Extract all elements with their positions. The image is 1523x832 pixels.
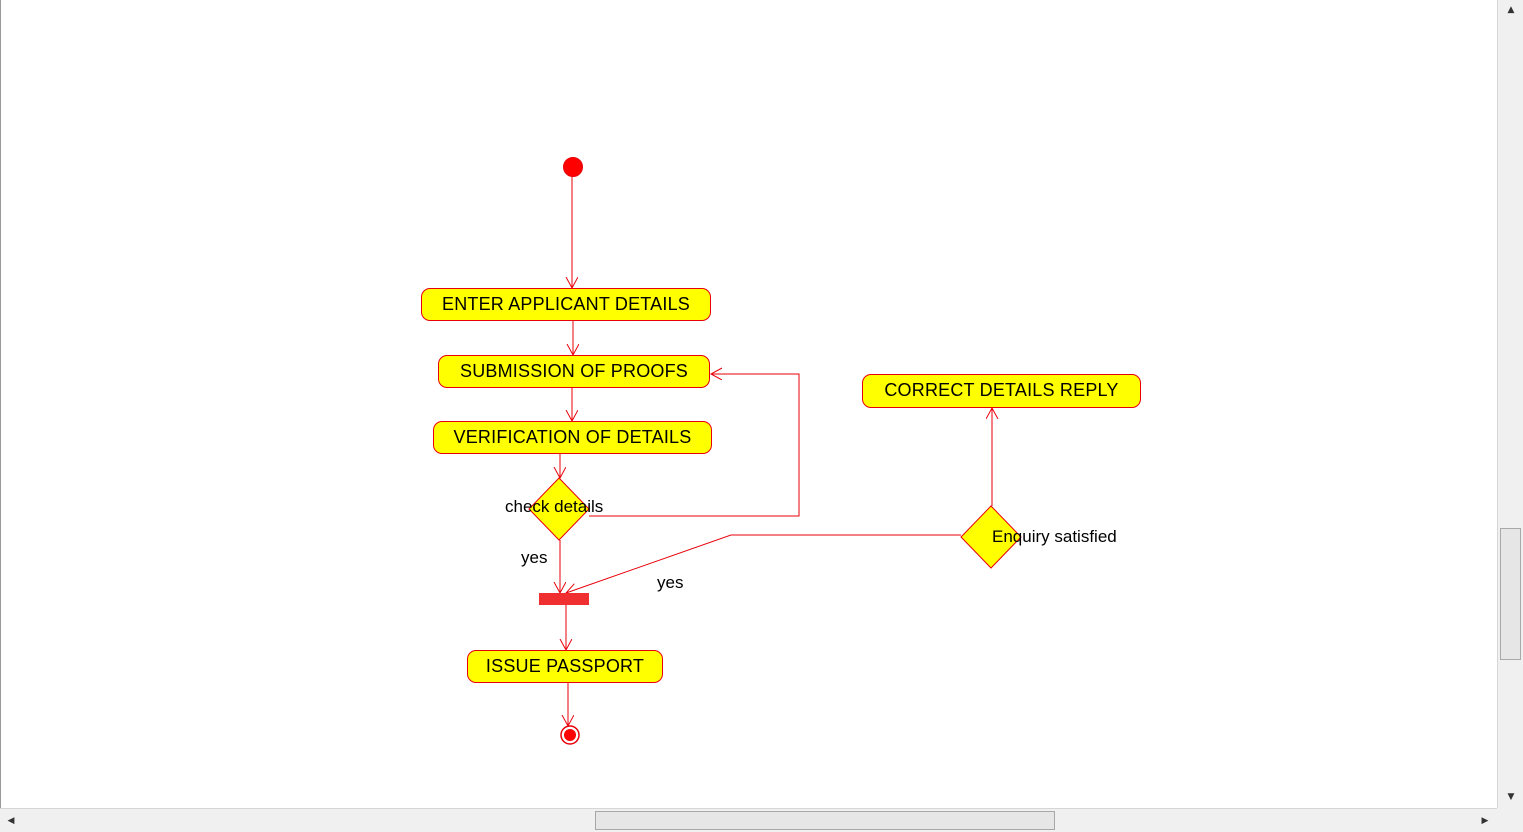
flow-enquiry-yes-to-bar: [566, 534, 961, 593]
decision-label-check-details: check details: [505, 497, 604, 516]
initial-node: [563, 157, 583, 177]
diagram-canvas: [0, 0, 1, 808]
triangle-right-icon[interactable]: ▶: [1481, 816, 1489, 826]
final-node-inner: [564, 729, 576, 741]
decision-label-enquiry-satisfied: Enquiry satisfied: [992, 527, 1117, 546]
activity-verification-of-details[interactable]: VERIFICATION OF DETAILS: [433, 421, 712, 454]
decision-enquiry-satisfied: [960, 505, 1022, 569]
horizontal-scrollbar[interactable]: ◀ ▶: [0, 808, 1497, 832]
triangle-down-icon[interactable]: ▼: [1507, 792, 1515, 802]
triangle-left-icon[interactable]: ◀: [7, 816, 15, 826]
activity-issue-passport[interactable]: ISSUE PASSPORT: [467, 650, 663, 683]
triangle-up-icon[interactable]: ▲: [1507, 5, 1515, 15]
flow-check-loop-to-submission: [589, 374, 800, 517]
activity-correct-details-reply[interactable]: CORRECT DETAILS REPLY: [862, 374, 1141, 408]
activity-submission-of-proofs[interactable]: SUBMISSION OF PROOFS: [438, 355, 710, 388]
join-bar: [539, 593, 589, 605]
vertical-scrollbar[interactable]: ▲ ▼: [1497, 0, 1523, 808]
activity-enter-applicant-details[interactable]: ENTER APPLICANT DETAILS: [421, 288, 711, 321]
decision-check-details: [528, 477, 590, 541]
scrollbar-corner: [1497, 808, 1523, 832]
horizontal-scroll-thumb[interactable]: [595, 811, 1055, 830]
diagram-connectors: [528, 157, 1022, 745]
guard-label-enquiry-yes: yes: [657, 573, 684, 592]
guard-label-check-yes: yes: [521, 548, 548, 567]
vertical-scroll-thumb[interactable]: [1500, 528, 1521, 660]
